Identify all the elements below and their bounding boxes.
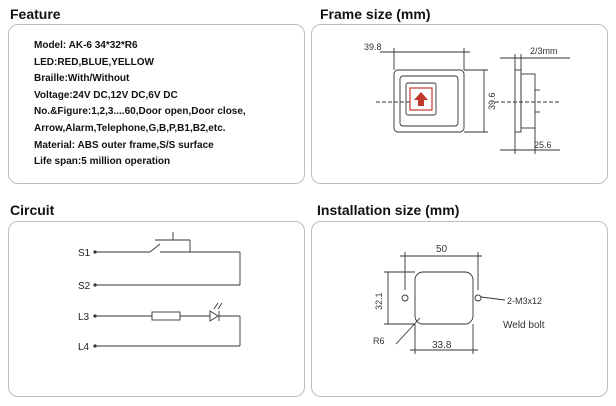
feature-material: Material: ABS outer frame,S/S surface: [34, 139, 214, 151]
installation-size-title: Installation size (mm): [317, 202, 460, 218]
feature-model: Model: AK-6 34*32*R6: [34, 40, 138, 51]
feature-figure: No.&Figure:1,2,3....60,Door open,Door cl…: [34, 106, 246, 118]
circuit-panel: [8, 221, 305, 397]
feature-figure-cont: Arrow,Alarm,Telephone,G,B,P,B1,B2,etc.: [34, 122, 226, 134]
frame-size-panel: [311, 24, 608, 184]
feature-title: Feature: [10, 6, 61, 22]
feature-braille: Braille:With/Without: [34, 73, 130, 85]
feature-lifespan: Life span:5 million operation: [34, 156, 171, 168]
feature-panel: [8, 24, 305, 184]
feature-list: Model: AK-6 34*32*R6 LED:RED,BLUE,YELLOW…: [34, 38, 304, 171]
circuit-title: Circuit: [10, 202, 55, 218]
frame-size-title: Frame size (mm): [320, 6, 431, 22]
installation-size-panel: [311, 221, 608, 397]
feature-led: LED:RED,BLUE,YELLOW: [34, 56, 154, 68]
feature-voltage: Voltage:24V DC,12V DC,6V DC: [34, 89, 178, 101]
